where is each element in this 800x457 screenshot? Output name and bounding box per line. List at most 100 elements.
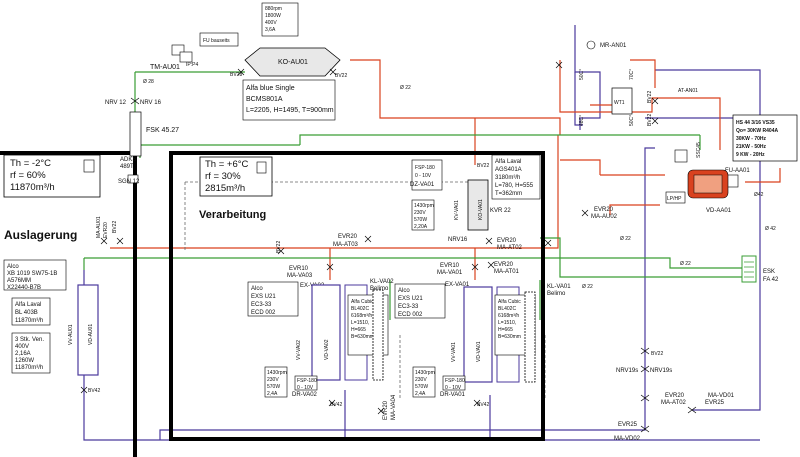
svg-text:B=630mm: B=630mm [351,334,374,340]
svg-text:2,16A: 2,16A [15,351,31,357]
svg-text:0 - 10V: 0 - 10V [445,385,462,391]
svg-text:BV22: BV22 [335,73,347,79]
svg-text:EX-VA01: EX-VA01 [445,282,470,288]
svg-text:DR-VA02: DR-VA02 [292,392,318,398]
svg-text:11870m³/h: 11870m³/h [15,365,43,371]
valve-symbols [80,61,697,433]
svg-text:MA-VD02: MA-VD02 [614,436,641,442]
svg-text:EVR20: EVR20 [665,393,685,399]
svg-text:2,20A: 2,20A [414,224,428,230]
svg-text:FU-AA01: FU-AA01 [725,168,750,174]
svg-text:EVR20: EVR20 [497,238,517,244]
svg-text:EXS U21: EXS U21 [398,296,423,302]
svg-text:70C°: 70C° [629,69,635,80]
condenser-va01: FSP-180 0 - 10V DZ-VA01 Alfa Laval AGS40… [410,154,541,231]
evaporator-au01: MA-AU01 EVR20 BV22 Alco XB 1019 SW75-1B … [3,216,118,394]
svg-text:AT-AN01: AT-AN01 [678,88,698,94]
svg-text:EVR10: EVR10 [289,266,309,272]
svg-text:Ø 28: Ø 28 [143,79,154,85]
verarbeitung-conditions: Th = +6°C rf = 30% 2815m³/h [199,156,273,197]
svg-text:21KW - 50Hz: 21KW - 50Hz [736,144,767,150]
svg-text:400V: 400V [265,20,277,26]
svg-text:H=665: H=665 [351,327,366,333]
wall-verarbeitung [169,151,545,441]
svg-text:2,4A: 2,4A [415,391,426,397]
svg-text:X22440-B7B: X22440-B7B [7,285,41,291]
svg-text:L=780, H=555: L=780, H=555 [495,183,534,189]
svg-text:1430rpm: 1430rpm [267,370,287,376]
svg-text:Alco: Alco [398,288,410,294]
svg-text:EXS U21: EXS U21 [251,294,276,300]
svg-text:EVR20: EVR20 [338,234,358,240]
svg-text:MA-AT02: MA-AT02 [661,400,687,406]
svg-text:H=665: H=665 [498,327,513,333]
svg-text:230V: 230V [415,377,427,383]
svg-text:1800W: 1800W [265,13,281,19]
svg-text:BCMS801A: BCMS801A [246,96,283,103]
svg-text:50C°: 50C° [629,115,635,126]
svg-text:BV22: BV22 [647,91,653,103]
svg-text:Belimo: Belimo [547,291,566,297]
svg-text:NRV 12: NRV 12 [105,100,127,106]
svg-text:MA-VD01: MA-VD01 [708,393,735,399]
svg-text:VV-AU01: VV-AU01 [68,324,74,345]
svg-text:11870m³/h: 11870m³/h [10,182,55,193]
svg-text:50C°: 50C° [579,69,585,80]
svg-text:KVR 22: KVR 22 [490,208,511,214]
svg-text:ADKS: ADKS [120,157,136,163]
svg-text:T=362mm: T=362mm [495,191,522,197]
svg-text:NRV16: NRV16 [448,237,468,243]
svg-text:SGN 12: SGN 12 [118,179,140,185]
svg-text:BL 403B: BL 403B [15,310,38,316]
svg-text:489T: 489T [120,164,134,170]
svg-text:BV22: BV22 [477,163,489,169]
svg-text:400V: 400V [15,344,29,350]
svg-text:KO-AU01: KO-AU01 [278,59,308,66]
svg-text:MA-VA01: MA-VA01 [437,270,463,276]
svg-text:KL-VA01: KL-VA01 [547,284,571,290]
svg-text:B=630mm: B=630mm [498,334,521,340]
liquid-pipes [110,59,781,280]
auslagerung-title: Auslagerung [4,228,77,242]
svg-text:KL-VA02: KL-VA02 [370,279,394,285]
svg-text:230V: 230V [414,210,426,216]
svg-text:ECD 002: ECD 002 [251,310,276,316]
auslagerung-conditions: Th = -2°C rf = 60% 11870m³/h [3,154,101,198]
svg-text:BV22: BV22 [276,241,282,253]
svg-text:Ø 22: Ø 22 [400,85,411,91]
svg-text:MA-VA04: MA-VA04 [391,394,397,420]
svg-text:TM-AU01: TM-AU01 [150,64,180,71]
svg-text:1430rpm: 1430rpm [415,370,435,376]
svg-text:Alco: Alco [7,264,19,270]
svg-text:Belimo: Belimo [370,286,389,292]
svg-text:3,6A: 3,6A [265,27,276,33]
svg-text:9 KW - 20Hz: 9 KW - 20Hz [736,152,765,158]
svg-text:Alfa Cubic: Alfa Cubic [498,299,521,305]
svg-text:L=2205, H=1495, T=900mm: L=2205, H=1495, T=900mm [246,107,334,114]
svg-text:EVR20: EVR20 [494,262,514,268]
svg-text:6168m³/h: 6168m³/h [498,313,519,319]
svg-text:Ø 42: Ø 42 [765,226,776,232]
svg-text:AGS401A: AGS401A [495,167,522,173]
svg-text:Ø 22: Ø 22 [680,261,691,267]
svg-text:MA-AT01: MA-AT01 [494,269,520,275]
svg-text:2,4A: 2,4A [267,391,278,397]
svg-text:WT1: WT1 [614,100,625,106]
evaporator-va01: NRV16 EVR20 MA-AT02 EVR10 MA-VA01 EVR20 … [394,237,571,408]
svg-text:BV42: BV42 [477,402,489,408]
svg-text:NRV 16: NRV 16 [140,100,162,106]
svg-text:ECD 002: ECD 002 [398,312,423,318]
svg-text:VD-AA01: VD-AA01 [706,208,732,214]
svg-text:BV22: BV22 [112,221,118,233]
svg-text:LP/HP: LP/HP [667,196,682,202]
plant-unit: MR-AN01 50C° 70C° WT1 48C° 50C° AT-AN01 … [579,40,798,290]
svg-text:MA-VA03: MA-VA03 [287,273,313,279]
svg-text:rf = 30%: rf = 30% [205,171,241,182]
svg-text:MA-AT03: MA-AT03 [333,242,359,248]
svg-text:Ø 22: Ø 22 [582,284,593,290]
svg-text:EC3-33: EC3-33 [251,302,272,308]
svg-text:MA-AT02: MA-AT02 [497,245,523,251]
svg-text:EVR20: EVR20 [383,400,389,420]
